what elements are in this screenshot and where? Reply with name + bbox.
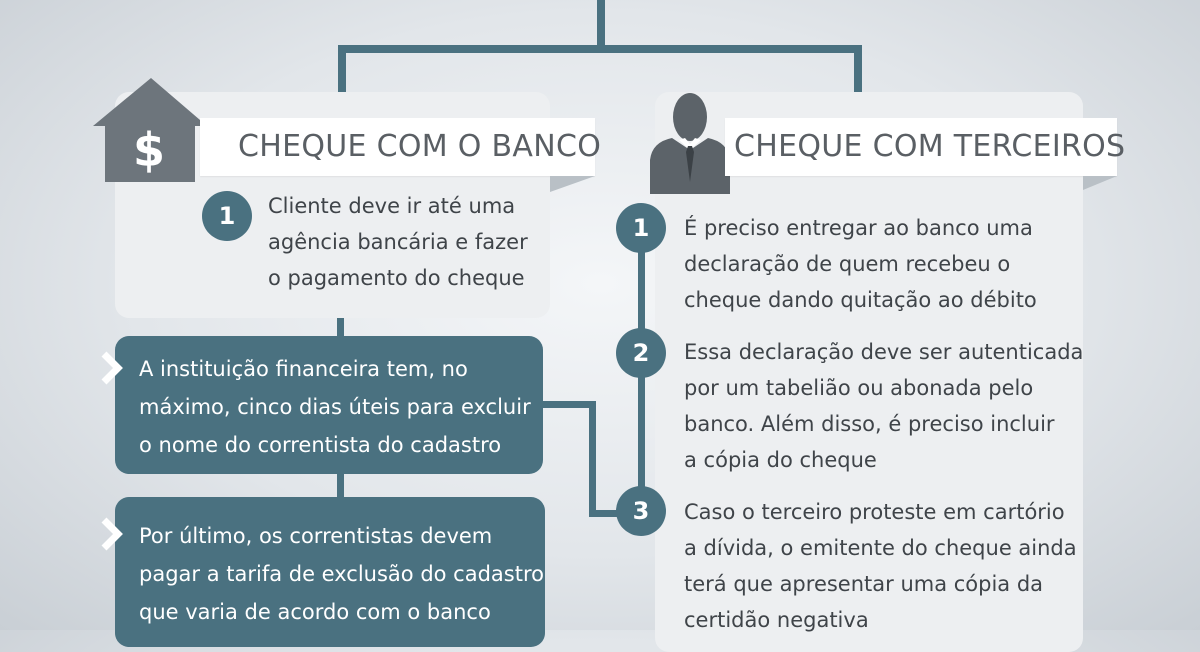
left-step-1-text: Cliente deve ir até uma agência bancária… (268, 194, 528, 290)
chevron-right-icon (101, 351, 123, 385)
left-connector-1 (337, 318, 344, 338)
right-band-fold (1083, 176, 1117, 190)
left-connector-2 (337, 473, 344, 499)
left-info-box-1-text: A instituição financeira tem, no máximo,… (139, 357, 531, 457)
right-steps-line (638, 250, 645, 520)
right-step-1-badge: 1 (616, 203, 666, 253)
cross-connector-h1 (543, 401, 595, 408)
right-header-band: CHEQUE COM TERCEIROS (725, 118, 1125, 176)
left-header-band: CHEQUE COM O BANCO (200, 118, 601, 176)
chevron-right-icon (101, 517, 123, 551)
left-band-fold (550, 176, 595, 192)
left-info-box-1 (115, 336, 543, 474)
right-step-2-badge: 2 (616, 328, 666, 378)
cross-connector-h2 (589, 510, 629, 517)
right-step-3-text: Caso o terceiro proteste em cartório a d… (684, 500, 1077, 632)
tree-connector-horizontal (338, 45, 862, 53)
left-step-1-badge: 1 (202, 191, 252, 241)
svg-text:$: $ (133, 123, 165, 177)
person-icon (650, 93, 730, 194)
tree-connector-left-drop (338, 45, 346, 95)
tree-connector-right-drop (854, 45, 862, 95)
right-step-1-text: É preciso entregar ao banco uma declaraç… (684, 216, 1037, 312)
tree-connector-top (597, 0, 605, 50)
bank-dollar-icon: $ (93, 78, 207, 182)
left-info-box-2 (115, 497, 545, 647)
cross-connector-v (589, 401, 596, 517)
right-title: CHEQUE COM TERCEIROS (734, 129, 1126, 164)
left-info-box-2-text: Por último, os correntistas devem pagar … (139, 524, 544, 624)
left-title: CHEQUE COM O BANCO (238, 129, 602, 164)
right-step-2-text: Essa declaração deve ser autenticada por… (684, 340, 1084, 472)
right-step-3-badge: 3 (616, 486, 666, 536)
